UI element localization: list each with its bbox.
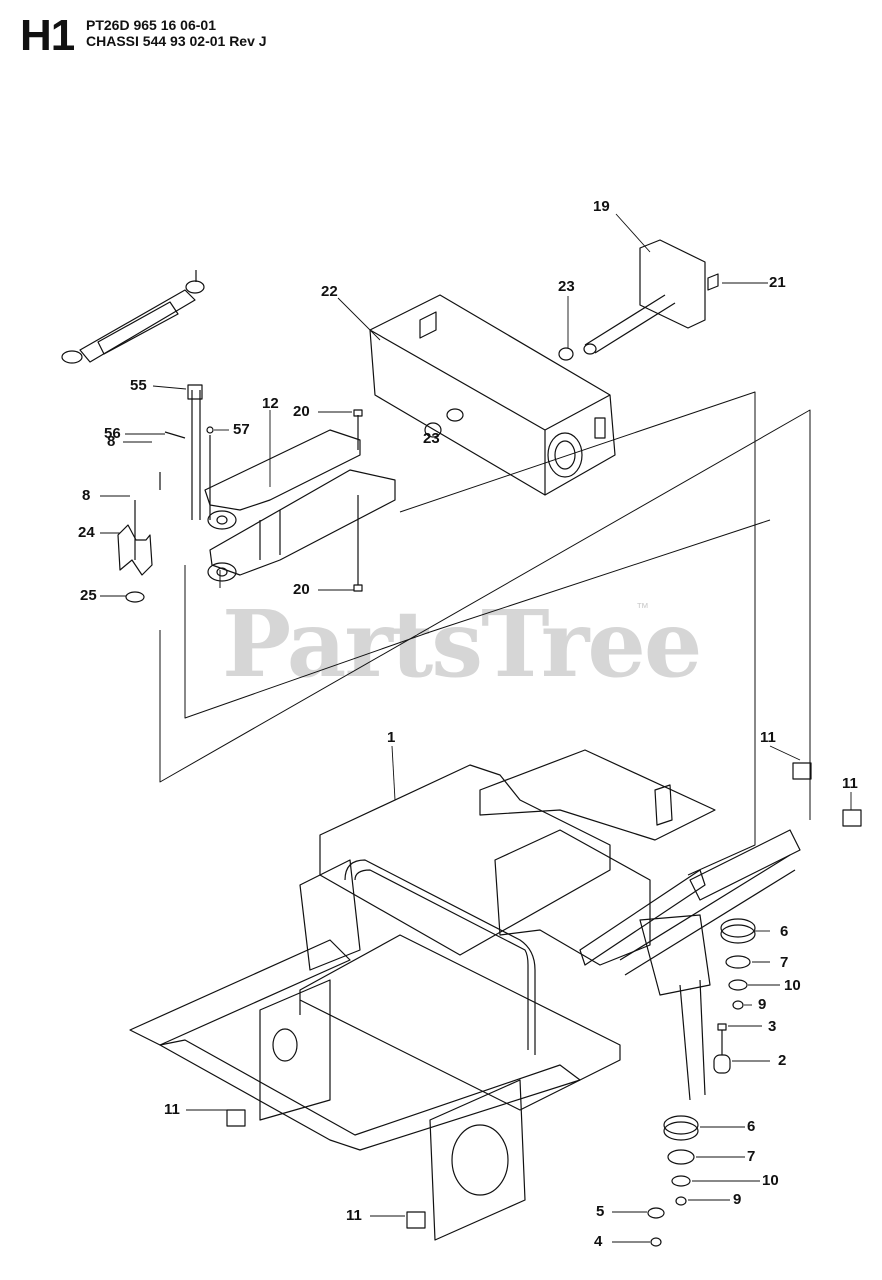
callout-11: 11 bbox=[346, 1207, 362, 1224]
callout-4: 4 bbox=[594, 1233, 603, 1250]
hardware-stack-upper bbox=[713, 918, 756, 1074]
callout-10: 10 bbox=[784, 977, 801, 994]
callout-22: 22 bbox=[321, 283, 338, 300]
callout-7: 7 bbox=[747, 1148, 756, 1165]
callout-57: 57 bbox=[233, 421, 250, 438]
assembly-number: CHASSI 544 93 02-01 Rev J bbox=[86, 33, 267, 49]
callout-11: 11 bbox=[842, 775, 858, 792]
callout-12: 12 bbox=[262, 395, 279, 412]
bracket-plate-12 bbox=[134, 429, 396, 582]
trademark-symbol: ™ bbox=[636, 600, 649, 615]
callout-23: 23 bbox=[558, 278, 575, 295]
chassis-frame-1 bbox=[129, 749, 801, 1241]
callout-24: 24 bbox=[78, 524, 95, 541]
bolt-20 bbox=[353, 409, 363, 592]
callout-6: 6 bbox=[780, 923, 789, 940]
callout-2: 2 bbox=[778, 1052, 787, 1069]
callout-55: 55 bbox=[130, 377, 147, 394]
callout-3: 3 bbox=[768, 1018, 777, 1035]
callout-11: 11 bbox=[760, 729, 776, 746]
callout-19: 19 bbox=[593, 198, 610, 215]
housing-22 bbox=[369, 294, 616, 496]
callout-1: 1 bbox=[387, 729, 396, 746]
callout-9: 9 bbox=[758, 996, 767, 1013]
callout-6: 6 bbox=[747, 1118, 756, 1135]
cap-11 bbox=[226, 762, 862, 1229]
callout-20: 20 bbox=[293, 581, 310, 598]
callout-11: 11 bbox=[164, 1101, 180, 1118]
watermark: PartsTree bbox=[222, 590, 702, 698]
section-code: H1 bbox=[20, 11, 75, 60]
callout-20: 20 bbox=[293, 403, 310, 420]
callout-8: 8 bbox=[107, 433, 116, 450]
callout-7: 7 bbox=[780, 954, 789, 971]
callout-25: 25 bbox=[80, 587, 97, 604]
hardware-stack-lower bbox=[647, 1115, 699, 1247]
callout-23: 23 bbox=[423, 430, 440, 447]
hydraulic-cylinder bbox=[61, 270, 205, 364]
bracket-24 bbox=[117, 524, 153, 603]
bracket-19 bbox=[424, 239, 719, 438]
pin-group bbox=[164, 384, 214, 520]
callout-5: 5 bbox=[596, 1203, 605, 1220]
model-number: PT26D 965 16 06-01 bbox=[86, 17, 216, 33]
leader-lines bbox=[100, 213, 852, 1243]
assembly-reference-lines bbox=[159, 391, 811, 876]
callout-10: 10 bbox=[762, 1172, 779, 1189]
callout-21: 21 bbox=[769, 274, 786, 291]
callout-8: 8 bbox=[82, 487, 91, 504]
callout-56: 56 bbox=[104, 425, 121, 442]
callout-9: 9 bbox=[733, 1191, 742, 1208]
